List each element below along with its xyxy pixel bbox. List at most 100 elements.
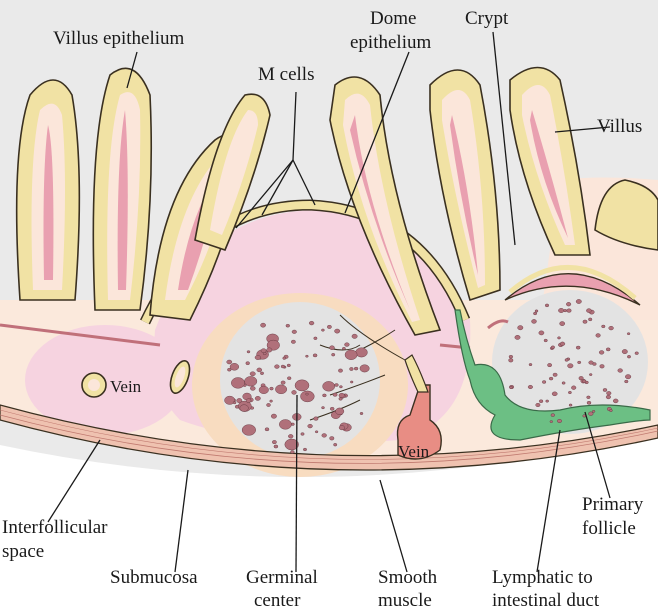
- cell-dot: [239, 404, 249, 412]
- cell-dot: [566, 308, 572, 313]
- cell-dot: [538, 399, 544, 403]
- cell-dot: [586, 400, 592, 405]
- label-m-cells: M cells: [258, 64, 314, 85]
- cell-dot: [249, 371, 256, 377]
- cell-dot: [557, 419, 563, 424]
- cell-dot: [359, 364, 370, 373]
- cell-dot: [254, 396, 261, 401]
- cell-dot: [313, 416, 319, 421]
- cell-dot: [349, 367, 354, 371]
- cell-dot: [627, 355, 631, 359]
- cell-dot: [280, 364, 285, 369]
- cell-dot: [321, 328, 325, 332]
- cell-dot: [606, 347, 611, 352]
- cell-dot: [559, 341, 566, 346]
- lymphatic-vessel: [454, 309, 651, 441]
- label-crypt: Crypt: [465, 8, 509, 29]
- cell-dot: [338, 425, 345, 431]
- label-dome-line2: epithelium: [350, 32, 431, 53]
- cell-dot: [258, 385, 269, 394]
- follicle-crescent-epithelium: [508, 264, 637, 300]
- cell-dot: [272, 440, 277, 444]
- cell-dot: [330, 406, 335, 411]
- cell-dot: [617, 368, 623, 373]
- label-germinal-line1: Germinal: [246, 567, 318, 588]
- bottom-white-area: [0, 432, 658, 610]
- cell-dot: [602, 388, 608, 392]
- cell-dot: [606, 391, 612, 396]
- label-primary-line1: Primary: [582, 494, 644, 515]
- cell-dot: [588, 317, 593, 322]
- cell-dot: [355, 347, 368, 358]
- cell-dot: [322, 381, 336, 392]
- cell-dot: [338, 368, 343, 373]
- cell-dot: [333, 443, 338, 447]
- cell-dot: [575, 299, 582, 304]
- cell-dot: [598, 350, 605, 355]
- cell-dot: [224, 395, 236, 405]
- cell-dot: [576, 345, 581, 350]
- cell-dot: [313, 336, 318, 340]
- label-vein-right: Vein: [398, 442, 430, 461]
- cell-dot: [559, 321, 566, 326]
- cell-dot: [327, 324, 332, 329]
- cell-dot: [300, 432, 305, 436]
- cell-dot: [545, 399, 549, 403]
- label-smooth-line1: Smooth: [378, 567, 438, 588]
- label-dome-line1: Dome: [370, 8, 416, 29]
- cell-dot: [561, 381, 566, 385]
- cell-dot: [586, 395, 591, 399]
- cell-dot: [582, 319, 588, 324]
- cell-dot: [244, 376, 258, 387]
- cell-dot: [315, 430, 319, 434]
- cell-dot: [291, 329, 297, 334]
- cell-dot: [582, 379, 587, 383]
- cell-dot: [236, 398, 243, 403]
- cell-dot: [269, 399, 273, 403]
- cell-dot: [344, 349, 358, 360]
- cell-dot: [531, 319, 537, 324]
- cell-dot: [545, 303, 550, 308]
- cell-dot: [256, 367, 262, 373]
- leader-lines: [47, 31, 611, 573]
- cell-dot: [508, 358, 514, 363]
- cell-dot: [538, 330, 545, 336]
- cell-dot: [514, 335, 521, 340]
- cell-dot: [568, 403, 573, 407]
- cell-dot: [291, 339, 296, 344]
- cell-dot: [625, 374, 632, 380]
- cell-dot: [250, 386, 256, 391]
- cell-dot: [305, 354, 309, 358]
- cell-dot: [232, 401, 237, 405]
- cell-dot: [563, 309, 568, 313]
- cell-dot: [568, 391, 572, 395]
- cell-dot: [601, 324, 606, 328]
- vein-left-group: [81, 359, 191, 398]
- cell-dot: [285, 324, 290, 328]
- cell-dot: [269, 386, 274, 391]
- cell-dot: [634, 351, 639, 355]
- cell-dot: [550, 413, 555, 417]
- cell-dot: [241, 424, 256, 436]
- cell-dot: [312, 353, 318, 358]
- cell-dot: [321, 433, 327, 438]
- label-smooth-line2: muscle: [378, 590, 432, 610]
- cell-dot: [275, 384, 287, 394]
- cell-dot: [339, 385, 343, 389]
- label-lymphatic-line1: Lymphatic to: [492, 567, 593, 588]
- cell-dot: [359, 412, 364, 415]
- cell-dot: [334, 328, 341, 334]
- cell-dots: [224, 299, 639, 454]
- cell-dot: [273, 444, 279, 449]
- label-interfollicular-line1: Interfollicular: [2, 517, 108, 538]
- cell-dot: [344, 342, 350, 347]
- cell-dot: [527, 385, 533, 390]
- cell-dot: [609, 409, 613, 412]
- cell-dot: [288, 434, 294, 439]
- cell-dot: [287, 376, 292, 380]
- cell-dot: [335, 407, 345, 415]
- cell-dot: [291, 390, 297, 395]
- cell-dot: [264, 427, 270, 432]
- cell-dot: [342, 347, 346, 351]
